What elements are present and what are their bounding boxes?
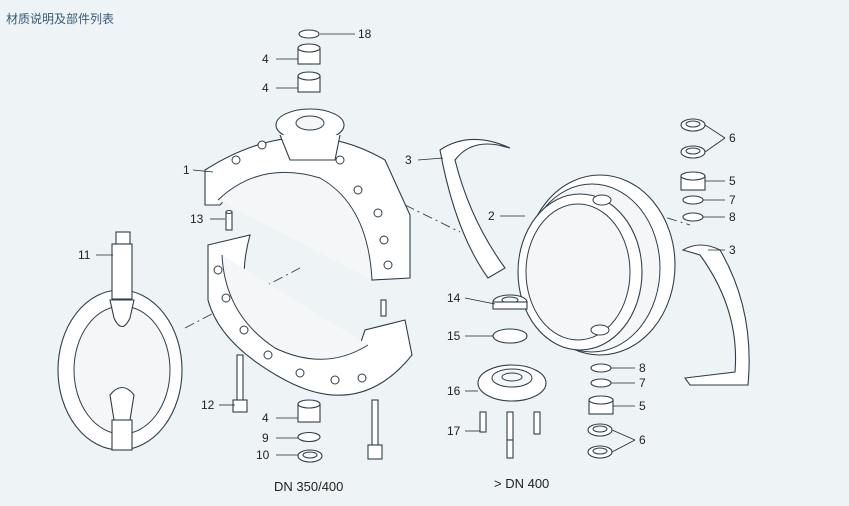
callout-13: 13: [190, 212, 204, 226]
page-title: 材质说明及部件列表: [6, 12, 115, 26]
part-11-stem: [57, 231, 183, 451]
part-18-oring: [298, 29, 320, 39]
callout-7-top: 7: [729, 193, 736, 207]
callout-3-right: 3: [729, 243, 736, 257]
part-14-collar: [492, 294, 528, 310]
callout-15: 15: [447, 329, 461, 343]
part-6-seal-top-2: [680, 145, 706, 159]
part-6-seal-bottom-1: [587, 423, 613, 437]
pin-right: [380, 299, 387, 317]
caption-dn-over-400: > DN 400: [494, 476, 549, 491]
callout-8-bottom: 8: [639, 361, 646, 375]
callout-18: 18: [358, 27, 372, 41]
leader-lines: [96, 33, 726, 456]
callout-17: 17: [447, 424, 461, 438]
part-6-seal-top-1: [680, 118, 706, 132]
part-2-body-ring: [517, 174, 676, 356]
callout-3-left: 3: [405, 153, 412, 167]
callout-4-second: 4: [262, 81, 269, 95]
part-4-bushing-second: [297, 71, 321, 93]
callout-4-top: 4: [262, 52, 269, 66]
part-3-liner-right: [681, 244, 750, 386]
callout-6-bottom: 6: [639, 433, 646, 447]
part-4-bushing-bottom: [297, 399, 321, 423]
part-10-end-cap: [297, 449, 323, 463]
callout-4-bottom: 4: [262, 411, 269, 425]
callout-16: 16: [447, 384, 461, 398]
part-4-bushing-top: [297, 43, 321, 65]
part-6-seal-bottom-2: [587, 445, 613, 459]
callout-11: 11: [78, 248, 91, 262]
part-13-pin: [225, 209, 233, 231]
callout-14: 14: [447, 291, 461, 305]
part-3-liner-left: [439, 138, 511, 279]
part-8-oring-bottom: [590, 363, 612, 373]
part-9-oring: [297, 431, 321, 443]
part-12-bolt-left: [232, 354, 248, 413]
callout-1: 1: [183, 163, 190, 177]
part-1-body-upper: [204, 136, 411, 281]
callout-10: 10: [256, 448, 270, 462]
axis-line-center: [404, 204, 461, 233]
part-body-lower: [207, 234, 413, 396]
part-7-oring-top: [682, 195, 704, 205]
callout-12: 12: [201, 398, 215, 412]
part-16-bearing-housing: [477, 364, 547, 402]
part-12-bolt-right: [367, 399, 383, 460]
callout-9: 9: [262, 431, 269, 445]
callout-8-top: 8: [729, 210, 736, 224]
callout-6-top: 6: [729, 131, 736, 145]
callout-7-bottom: 7: [639, 376, 646, 390]
part-8-oring-top: [682, 212, 704, 222]
body-top-flange: [275, 108, 345, 161]
part-17-screws: [479, 411, 541, 459]
callout-2: 2: [488, 209, 495, 223]
part-5-bushing-top: [680, 171, 706, 191]
part-15-oring: [492, 328, 528, 344]
callout-5-top: 5: [729, 174, 736, 188]
caption-dn-350-400: DN 350/400: [274, 479, 343, 494]
part-5-bushing-bottom: [588, 395, 614, 415]
callout-5-bottom: 5: [639, 399, 646, 413]
part-7-oring-bottom: [590, 378, 612, 388]
